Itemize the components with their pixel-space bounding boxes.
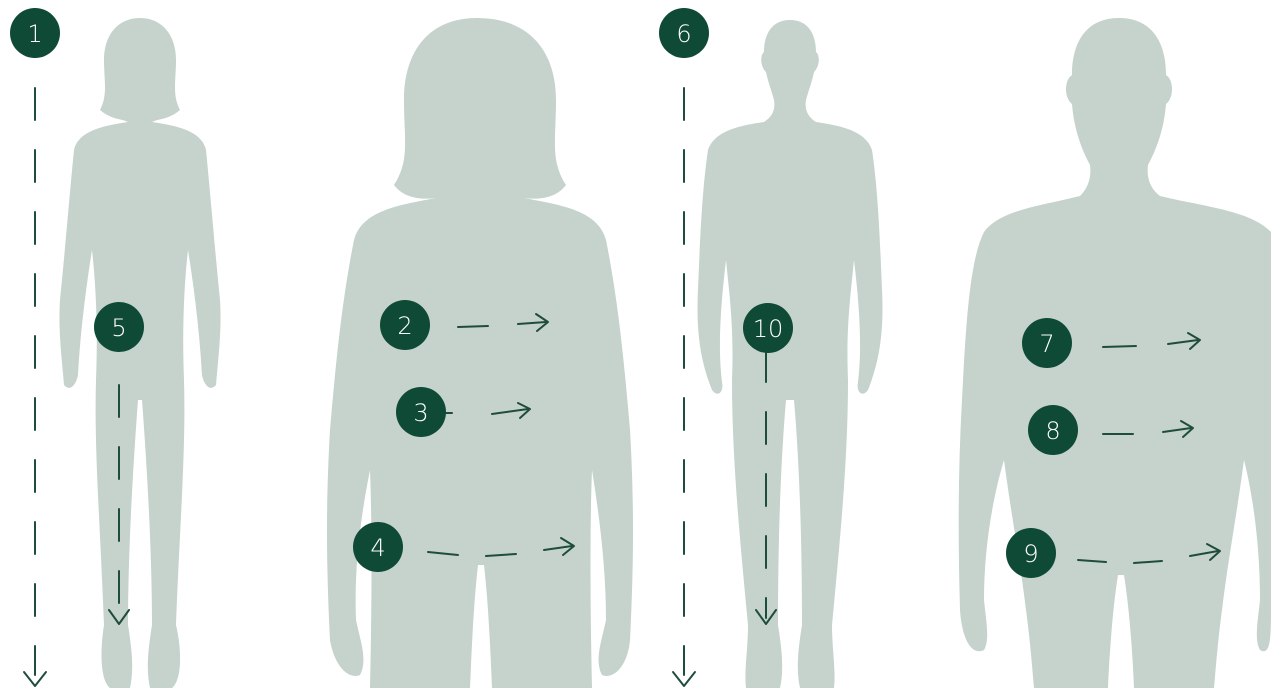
marker-4: 4 (353, 522, 403, 572)
male-full-figure (698, 20, 883, 688)
marker-10-label: 10 (753, 315, 784, 343)
male-torso-figure (959, 18, 1271, 688)
marker-3-label: 3 (413, 399, 428, 427)
marker-9: 9 (1006, 528, 1056, 578)
marker-4-label: 4 (370, 534, 385, 562)
marker-8: 8 (1028, 405, 1078, 455)
marker-1: 1 (10, 8, 60, 58)
marker-7: 7 (1022, 318, 1072, 368)
height-measure-line-1 (24, 88, 46, 686)
female-torso-figure (327, 18, 633, 688)
marker-2: 2 (380, 300, 430, 350)
marker-2-label: 2 (397, 312, 412, 340)
marker-5-label: 5 (111, 314, 126, 342)
height-measure-line-6 (673, 88, 695, 686)
marker-8-label: 8 (1045, 417, 1060, 445)
marker-10: 10 (743, 303, 793, 353)
marker-7-label: 7 (1039, 330, 1054, 358)
marker-5: 5 (94, 302, 144, 352)
female-full-figure (59, 18, 220, 688)
marker-3: 3 (396, 387, 446, 437)
marker-6-label: 6 (676, 20, 691, 48)
marker-9-label: 9 (1023, 540, 1038, 568)
marker-6: 6 (659, 8, 709, 58)
marker-1-label: 1 (27, 20, 42, 48)
